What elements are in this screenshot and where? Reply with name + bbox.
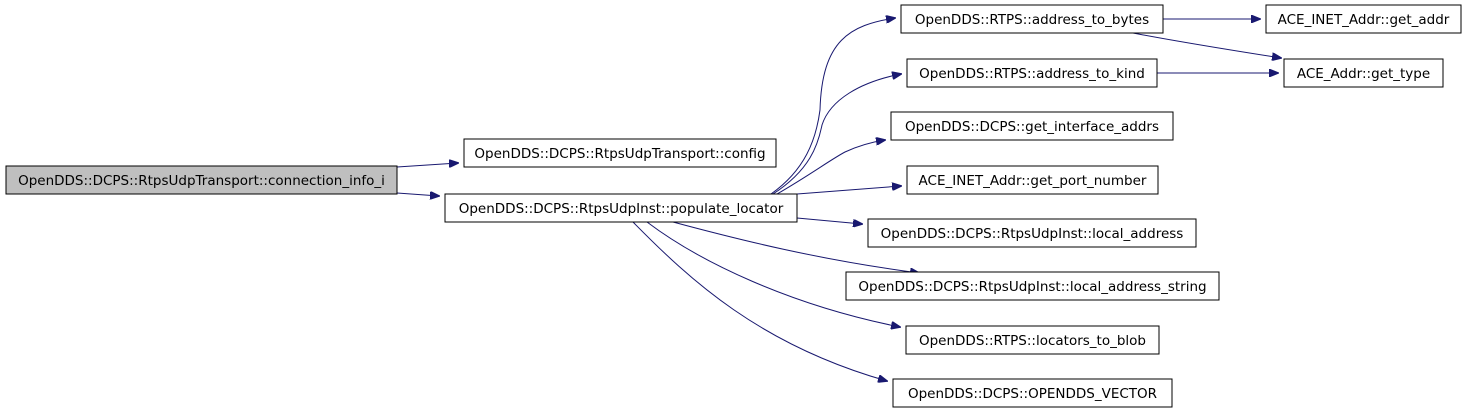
node-box <box>906 165 1159 195</box>
node-box <box>1265 4 1462 34</box>
node-box <box>1283 58 1444 88</box>
edge-root-to-config <box>396 163 458 167</box>
node-box <box>905 325 1160 355</box>
node-label: OpenDDS::DCPS::RtpsUdpInst::local_addres… <box>881 226 1184 242</box>
node-box <box>444 193 798 223</box>
node-label: ACE_Addr::get_type <box>1297 66 1430 82</box>
edge-populate-to-las <box>672 221 919 273</box>
node-las[interactable]: OpenDDS::DCPS::RtpsUdpInst::local_addres… <box>845 271 1220 301</box>
edge-populate-to-a2b <box>770 18 895 195</box>
node-label: OpenDDS::DCPS::RtpsUdpTransport::config <box>474 146 765 162</box>
node-root[interactable]: OpenDDS::DCPS::RtpsUdpTransport::connect… <box>5 165 398 195</box>
node-box <box>5 165 398 195</box>
node-box <box>892 378 1173 408</box>
node-la[interactable]: OpenDDS::DCPS::RtpsUdpInst::local_addres… <box>867 218 1197 248</box>
node-box <box>867 218 1197 248</box>
edge-a2b-to-gt <box>1132 32 1281 58</box>
node-label: OpenDDS::RTPS::locators_to_blob <box>919 333 1146 349</box>
edge-populate-to-vec <box>632 221 887 381</box>
edge-populate-to-l2b <box>646 221 900 327</box>
edge-populate-to-gpn <box>796 186 901 195</box>
node-l2b[interactable]: OpenDDS::RTPS::locators_to_blob <box>905 325 1160 355</box>
edge-populate-to-a2k <box>772 74 901 195</box>
node-label: OpenDDS::DCPS::RtpsUdpInst::local_addres… <box>858 279 1206 295</box>
node-box <box>890 111 1174 141</box>
node-populate[interactable]: OpenDDS::DCPS::RtpsUdpInst::populate_loc… <box>444 193 798 223</box>
node-label: OpenDDS::DCPS::get_interface_addrs <box>905 119 1159 135</box>
edge-root-to-populate <box>396 193 439 196</box>
node-label: OpenDDS::RTPS::address_to_kind <box>919 66 1145 82</box>
node-gia[interactable]: OpenDDS::DCPS::get_interface_addrs <box>890 111 1174 141</box>
node-gpn[interactable]: ACE_INET_Addr::get_port_number <box>906 165 1159 195</box>
nodes: OpenDDS::DCPS::RtpsUdpTransport::connect… <box>5 4 1462 408</box>
node-vec[interactable]: OpenDDS::DCPS::OPENDDS_VECTOR <box>892 378 1173 408</box>
node-label: ACE_INET_Addr::get_addr <box>1278 12 1450 28</box>
node-a2b[interactable]: OpenDDS::RTPS::address_to_bytes <box>900 4 1164 34</box>
node-label: OpenDDS::DCPS::RtpsUdpTransport::connect… <box>18 173 385 189</box>
node-a2k[interactable]: OpenDDS::RTPS::address_to_kind <box>906 58 1158 88</box>
node-label: OpenDDS::RTPS::address_to_bytes <box>915 12 1149 28</box>
edges <box>396 18 1281 381</box>
node-box <box>463 138 777 168</box>
node-iga[interactable]: ACE_INET_Addr::get_addr <box>1265 4 1462 34</box>
node-box <box>900 4 1164 34</box>
node-label: OpenDDS::DCPS::OPENDDS_VECTOR <box>908 386 1157 402</box>
node-box <box>906 58 1158 88</box>
edge-populate-to-la <box>796 217 862 224</box>
node-label: OpenDDS::DCPS::RtpsUdpInst::populate_loc… <box>459 201 784 217</box>
edge-populate-to-gia <box>776 140 885 195</box>
node-box <box>845 271 1220 301</box>
node-config[interactable]: OpenDDS::DCPS::RtpsUdpTransport::config <box>463 138 777 168</box>
node-gt[interactable]: ACE_Addr::get_type <box>1283 58 1444 88</box>
node-label: ACE_INET_Addr::get_port_number <box>919 173 1147 189</box>
